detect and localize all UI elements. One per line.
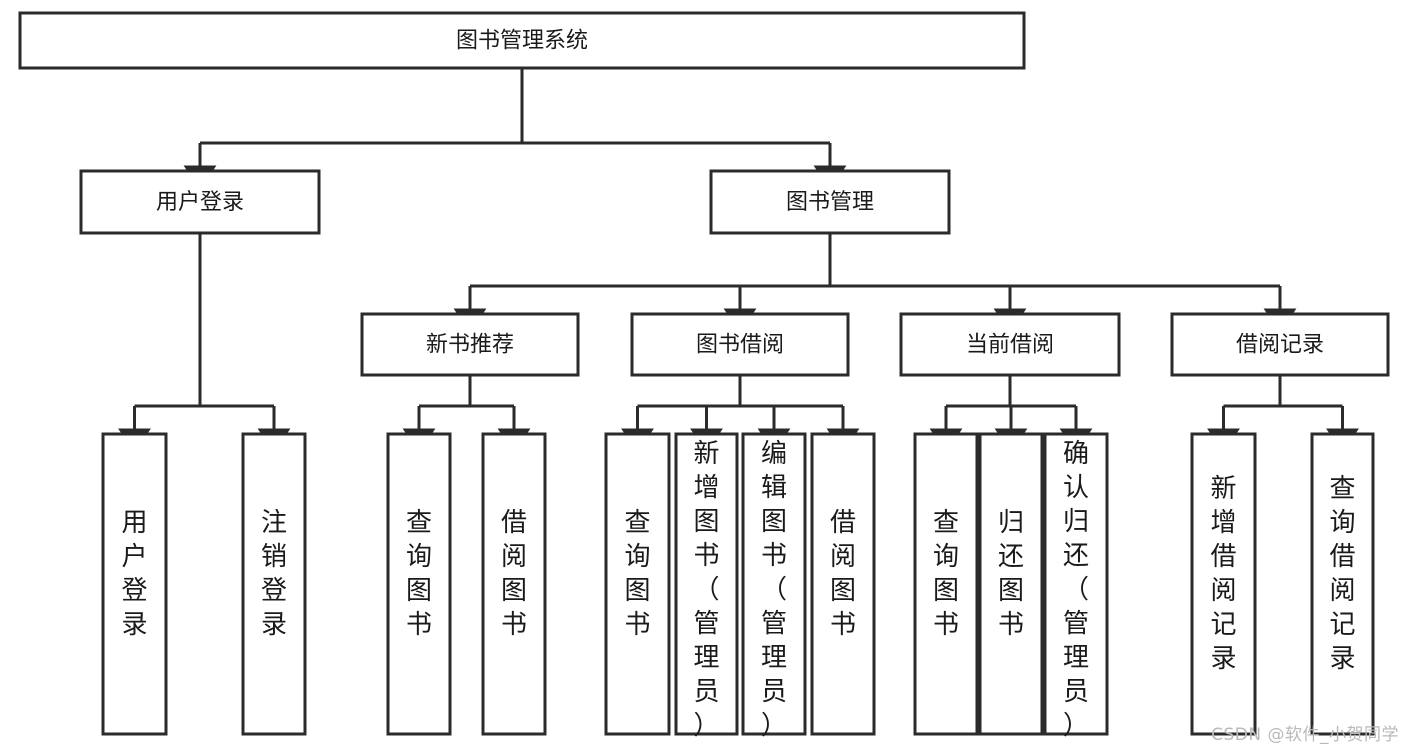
node-leaf_05[interactable]: 查询图书 bbox=[604, 432, 671, 736]
edge-group-l3_a bbox=[402, 375, 531, 453]
node-l3_a[interactable]: 新书推荐 bbox=[360, 312, 580, 377]
node-label: 图书管理 bbox=[786, 190, 874, 215]
node-box bbox=[1190, 432, 1257, 736]
node-layer: 图书管理系统用户登录图书管理新书推荐图书借阅当前借阅借阅记录用户登录注销登录查询… bbox=[18, 11, 1390, 741]
node-leaf_12[interactable]: 新增借阅记录 bbox=[1190, 432, 1257, 736]
node-box bbox=[899, 312, 1121, 377]
node-leaf_07[interactable]: 编辑图书（管理员） bbox=[741, 432, 807, 741]
node-leaf_11[interactable]: 确认归还（管理员） bbox=[1043, 432, 1109, 741]
edge-group-l3_c bbox=[929, 375, 1093, 453]
node-label: 查询图书 bbox=[406, 508, 432, 640]
node-box bbox=[709, 169, 951, 235]
node-l3_b[interactable]: 图书借阅 bbox=[630, 312, 850, 377]
node-label: 借阅记录 bbox=[1236, 333, 1324, 358]
node-box bbox=[1043, 432, 1109, 736]
node-leaf_06[interactable]: 新增图书（管理员） bbox=[674, 432, 739, 741]
node-leaf_13[interactable]: 查询借阅记录 bbox=[1310, 432, 1375, 736]
node-leaf_10[interactable]: 归还图书 bbox=[978, 432, 1044, 736]
node-label: 用户登录 bbox=[156, 190, 244, 215]
node-leaf_09[interactable]: 查询图书 bbox=[913, 432, 979, 736]
node-box bbox=[1310, 432, 1375, 736]
node-box bbox=[630, 312, 850, 377]
node-label: 归还图书 bbox=[998, 508, 1024, 640]
node-label: 当前借阅 bbox=[966, 333, 1054, 358]
node-label: 注销登录 bbox=[261, 508, 287, 640]
node-label: 用户登录 bbox=[121, 508, 147, 640]
node-label: 编辑图书（管理员） bbox=[761, 439, 787, 741]
node-l2_b[interactable]: 图书管理 bbox=[709, 169, 951, 235]
node-leaf_02[interactable]: 注销登录 bbox=[241, 432, 307, 736]
node-l3_d[interactable]: 借阅记录 bbox=[1170, 312, 1390, 377]
node-label: 借阅图书 bbox=[830, 508, 856, 640]
edge-group-root bbox=[183, 68, 847, 190]
node-root[interactable]: 图书管理系统 bbox=[18, 11, 1026, 70]
node-box bbox=[913, 432, 979, 736]
edge-group-l2_a bbox=[118, 233, 291, 453]
node-box bbox=[18, 11, 1026, 70]
node-label: 借阅图书 bbox=[501, 508, 527, 640]
node-box bbox=[978, 432, 1044, 736]
node-box bbox=[604, 432, 671, 736]
node-box bbox=[241, 432, 307, 736]
node-box bbox=[79, 169, 321, 235]
node-label: 查询图书 bbox=[933, 508, 959, 640]
node-label: 确认归还（管理员） bbox=[1063, 439, 1089, 741]
node-l3_c[interactable]: 当前借阅 bbox=[899, 312, 1121, 377]
edge-group-l3_d bbox=[1207, 375, 1359, 453]
node-box bbox=[481, 432, 547, 736]
node-box bbox=[1170, 312, 1390, 377]
node-label: 新增借阅记录 bbox=[1210, 474, 1236, 674]
node-leaf_01[interactable]: 用户登录 bbox=[101, 432, 168, 736]
node-label: 新增图书（管理员） bbox=[693, 439, 719, 741]
node-label: 查询借阅记录 bbox=[1329, 474, 1355, 674]
node-label: 图书借阅 bbox=[696, 333, 784, 358]
node-box bbox=[360, 312, 580, 377]
node-label: 查询图书 bbox=[624, 508, 650, 640]
node-box bbox=[810, 432, 876, 736]
connector-layer bbox=[118, 68, 1359, 453]
edge-group-l2_b bbox=[453, 233, 1297, 333]
node-box bbox=[101, 432, 168, 736]
node-label: 图书管理系统 bbox=[456, 29, 588, 54]
node-leaf_04[interactable]: 借阅图书 bbox=[481, 432, 547, 736]
node-leaf_08[interactable]: 借阅图书 bbox=[810, 432, 876, 736]
edge-group-l3_b bbox=[621, 375, 860, 453]
node-l2_a[interactable]: 用户登录 bbox=[79, 169, 321, 235]
node-box bbox=[741, 432, 807, 736]
node-label: 新书推荐 bbox=[426, 333, 514, 358]
node-leaf_03[interactable]: 查询图书 bbox=[386, 432, 452, 736]
node-box bbox=[674, 432, 739, 736]
node-box bbox=[386, 432, 452, 736]
